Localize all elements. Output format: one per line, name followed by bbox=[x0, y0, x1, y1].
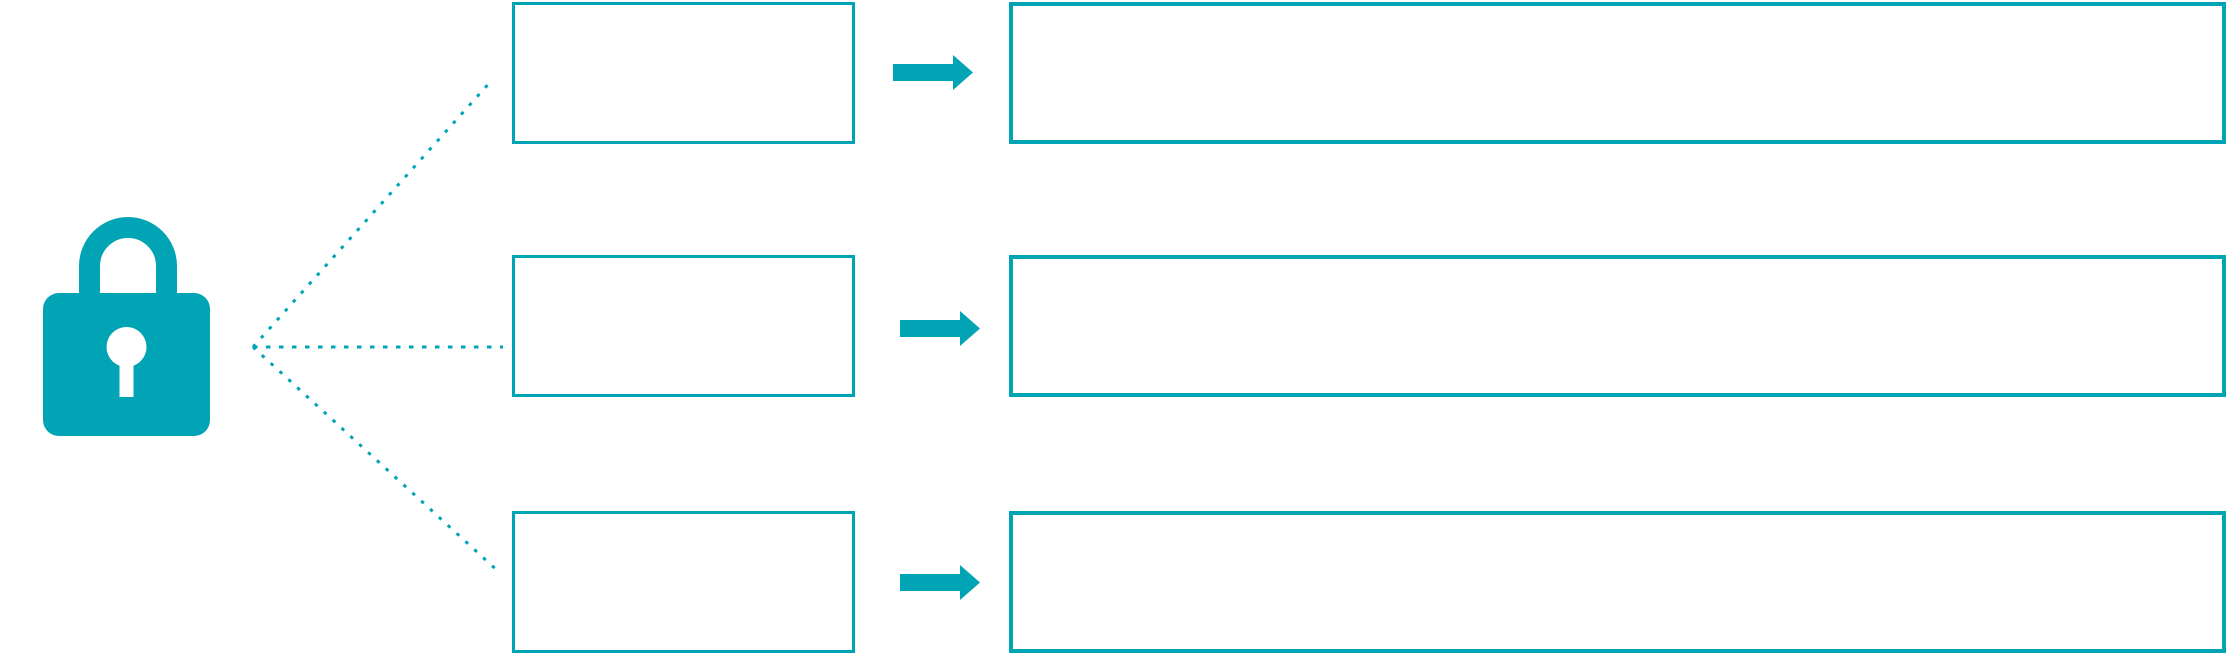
source-box-2 bbox=[512, 255, 855, 397]
arrow-right-icon bbox=[900, 311, 980, 346]
lock-shackle bbox=[79, 217, 177, 295]
source-box-1 bbox=[512, 2, 855, 144]
target-box-1 bbox=[1009, 2, 2226, 144]
arrow-shape bbox=[900, 565, 980, 600]
arrow-shape bbox=[900, 311, 980, 346]
keyhole-stem bbox=[119, 347, 134, 397]
arrow-right-icon bbox=[900, 565, 980, 600]
lock-icon bbox=[43, 217, 210, 436]
connector-line-top bbox=[251, 78, 494, 349]
connector-line-bottom bbox=[251, 345, 502, 575]
target-box-3 bbox=[1009, 511, 2226, 653]
arrow-right-icon bbox=[893, 55, 973, 90]
arrow-shape bbox=[893, 55, 973, 90]
source-box-3 bbox=[512, 511, 855, 653]
target-box-2 bbox=[1009, 255, 2226, 397]
